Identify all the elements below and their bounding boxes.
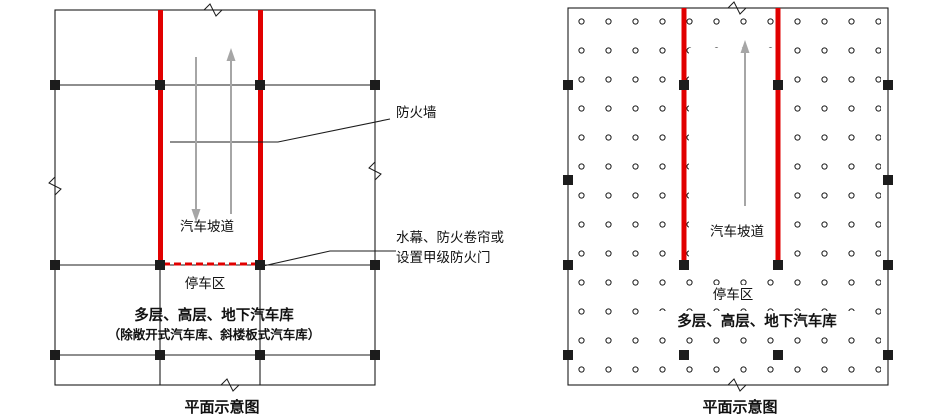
column-marker [370, 80, 380, 90]
column-marker [563, 260, 573, 270]
column-marker [883, 80, 893, 90]
shutter-callout-line1: 水幕、防火卷帘或 [396, 230, 504, 245]
callout-labels: 防火墙 水幕、防火卷帘或 设置甲级防火门 [396, 105, 504, 265]
column-marker [563, 175, 573, 185]
column-marker [50, 80, 60, 90]
ramp-clear-zone [689, 48, 774, 267]
break-mark-icon [727, 1, 747, 15]
column-marker [773, 80, 783, 90]
column-marker [155, 260, 165, 270]
column-marker [255, 350, 265, 360]
column-marker [50, 260, 60, 270]
garage-type-note: （除敞开式汽车库、斜楼板式汽车库） [108, 327, 321, 342]
column-marker [50, 350, 60, 360]
garage-type-label: 多层、高层、地下汽车库 [134, 306, 294, 324]
garage-type-label: 多层、高层、地下汽车库 [677, 312, 837, 330]
column-marker [563, 80, 573, 90]
ramp-label: 汽车坡道 [180, 218, 234, 234]
column-marker [883, 350, 893, 360]
text-clear-zone [701, 285, 767, 304]
up-arrow-head-icon [226, 48, 236, 61]
firewall-callout: 防火墙 [396, 105, 437, 120]
parking-area-label: 停车区 [185, 275, 226, 291]
up-arrow-head-icon [740, 40, 750, 53]
text-clear-zone [643, 311, 871, 332]
ramp-label: 汽车坡道 [710, 223, 764, 239]
column-marker [883, 260, 893, 270]
parking-area-label: 停车区 [713, 286, 754, 302]
column-markers [563, 80, 893, 360]
break-mark-icon [368, 161, 382, 181]
firewall-leader-line [170, 118, 391, 143]
shutter-callout-line2: 设置甲级防火门 [396, 250, 491, 265]
break-mark-icon [48, 176, 62, 196]
column-marker [773, 260, 783, 270]
column-marker [679, 80, 689, 90]
column-marker [155, 350, 165, 360]
column-marker [773, 350, 783, 360]
column-marker [679, 260, 689, 270]
shutter-leader-line [262, 250, 396, 267]
column-marker [370, 260, 380, 270]
left-plan: 汽车坡道 停车区 多层、高层、地下汽车库 （除敞开式汽车库、斜楼板式汽车库） 平… [48, 3, 396, 416]
left-plan-border [54, 9, 376, 386]
column-marker [155, 80, 165, 90]
left-plan-caption: 平面示意图 [184, 398, 259, 416]
down-arrow-head-icon [191, 209, 201, 222]
right-plan: 汽车坡道 停车区 多层、高层、地下汽车库 平面示意图 [563, 1, 893, 416]
column-marker [883, 175, 893, 185]
break-mark-icon [220, 378, 240, 392]
column-marker [563, 350, 573, 360]
column-marker [679, 350, 689, 360]
break-mark-icon [727, 378, 747, 392]
right-plan-caption: 平面示意图 [702, 398, 777, 416]
column-markers [50, 80, 380, 360]
column-marker [255, 260, 265, 270]
column-marker [370, 350, 380, 360]
break-mark-icon [203, 3, 223, 17]
column-marker [255, 80, 265, 90]
